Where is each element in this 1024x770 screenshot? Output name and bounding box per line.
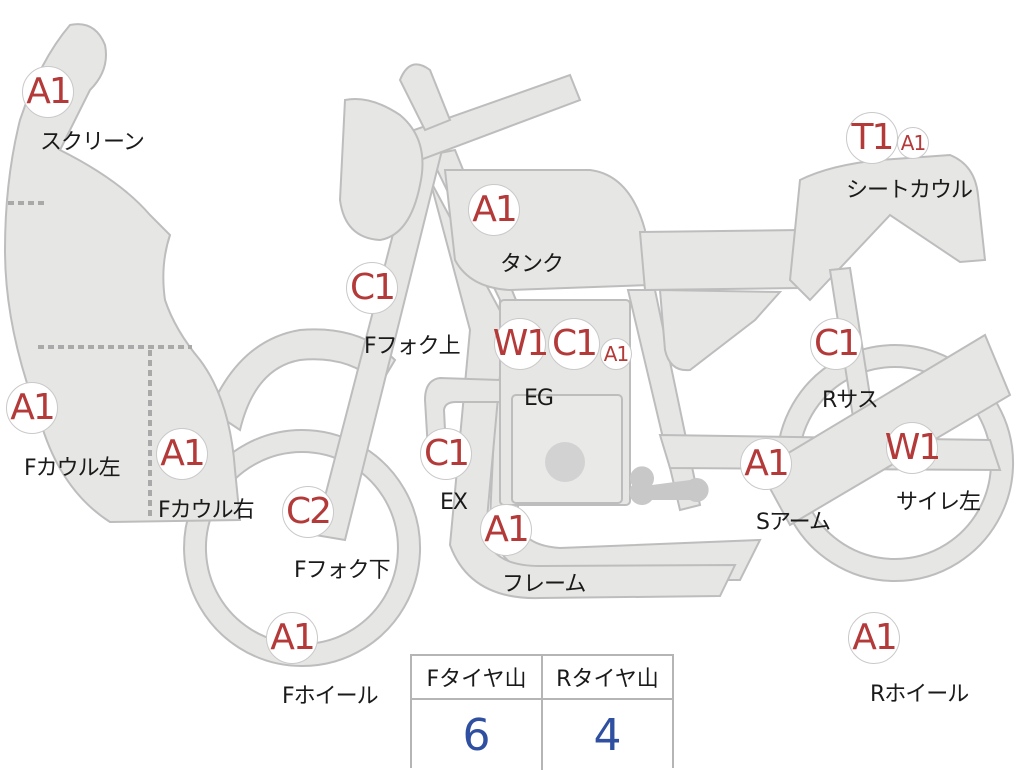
mirror (398, 63, 452, 132)
label-seatcowl: シートカウル (846, 178, 973, 203)
badge-screen-a1[interactable]: A1 (22, 66, 74, 118)
label-ffork-upper: Fフォク上 (364, 334, 461, 359)
label-sarm: Sアーム (756, 510, 831, 535)
badge-eg-w1[interactable]: W1 (493, 318, 549, 370)
front-fender (208, 328, 397, 432)
label-fcowl-right: Fカウル右 (158, 498, 255, 523)
seat (638, 228, 801, 292)
brake-pedal (629, 466, 709, 506)
badge-eg-c1[interactable]: C1 (548, 318, 600, 370)
badge-sarm-a1[interactable]: A1 (740, 438, 792, 490)
label-fcowl-left: Fカウル左 (24, 456, 121, 481)
badge-fcowl-right-a1[interactable]: A1 (156, 428, 208, 480)
headlight (338, 98, 424, 242)
badge-fcowl-left-a1[interactable]: A1 (6, 382, 58, 434)
badge-seatcowl-t1[interactable]: T1 (846, 112, 898, 164)
badge-eg-a1[interactable]: A1 (600, 338, 632, 370)
badge-silencer-w1[interactable]: W1 (885, 422, 941, 474)
badge-rsus-c1[interactable]: C1 (810, 318, 862, 370)
engine-cover (545, 442, 585, 482)
muffler (758, 333, 1012, 527)
label-rsus: Rサス (822, 388, 879, 413)
front-cowl (3, 23, 242, 524)
badge-ffork-upper-c1[interactable]: C1 (346, 262, 398, 314)
seat-lower (658, 288, 783, 372)
front-tire-value[interactable]: 6 (412, 700, 543, 770)
label-screen: スクリーン (40, 130, 145, 155)
badge-ex-c1[interactable]: C1 (420, 428, 472, 480)
rear-tire-header: Rタイヤ山 (543, 656, 672, 700)
seat-cowl-shape (788, 153, 987, 302)
rear-tire-value[interactable]: 4 (593, 709, 622, 761)
badge-frame-a1[interactable]: A1 (480, 504, 532, 556)
label-tank: タンク (500, 252, 564, 277)
badge-fwheel-a1[interactable]: A1 (266, 612, 318, 664)
label-fwheel: Fホイール (282, 684, 379, 709)
label-frame: フレーム (502, 572, 586, 597)
front-tire-header: Fタイヤ山 (412, 656, 543, 700)
label-silencer: サイレ左 (896, 490, 981, 515)
label-ffork-lower: Fフォク下 (294, 558, 391, 583)
label-rwheel: Rホイール (870, 682, 969, 707)
badge-tank-a1[interactable]: A1 (468, 184, 520, 236)
badge-rwheel-a1[interactable]: A1 (848, 612, 900, 664)
label-eg: EG (524, 386, 554, 411)
label-ex: EX (440, 490, 468, 515)
badge-seatcowl-a1[interactable]: A1 (897, 127, 929, 159)
badge-ffork-lower-c2[interactable]: C2 (282, 486, 334, 538)
tire-tread-table: Fタイヤ山 Rタイヤ山 6 4 (410, 654, 674, 770)
